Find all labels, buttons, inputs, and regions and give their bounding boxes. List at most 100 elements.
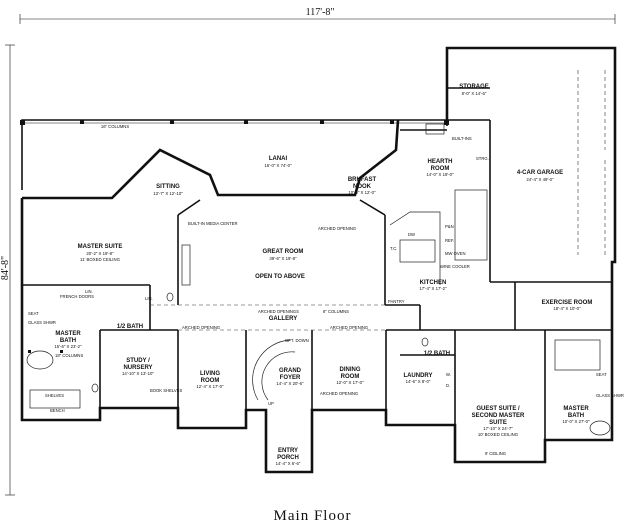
dryer-note: D. [446, 383, 450, 388]
lanai-label: LANAI [269, 156, 288, 162]
brkfast-size: 10'-0" X 12'-0" [348, 190, 376, 195]
half-bath-2-label: 1/2 BATH [424, 351, 450, 357]
great-room-note: OPEN TO ABOVE [255, 274, 305, 280]
guest-suite-ceiling: 10' BOXED CEILING [478, 432, 519, 437]
foyer-size: 14'-4" X 20'-6" [276, 381, 304, 386]
seat-note-2: SEAT [596, 372, 607, 377]
exercise-size: 18'-4" X 10'-0" [553, 306, 581, 311]
overall-width-dimension: 117'-8" [19, 7, 616, 24]
lin-note-2: LIN. [145, 296, 153, 301]
overall-depth-label: 84'-8" [0, 256, 11, 280]
media-center-note: BUILT-IN MEDIA CENTER [188, 221, 237, 226]
kitchen-size: 17'-4" X 17'-2" [419, 286, 447, 291]
plan-notes: BUILT-IN MEDIA CENTER ARCHED OPENING ARC… [28, 136, 624, 456]
overall-depth-dimension: 84'-8" [0, 44, 15, 496]
dining-label: DINING [340, 367, 361, 373]
kitchen-label: KITCHEN [420, 280, 447, 286]
laundry-size: 14'-6" X 8'-0" [406, 379, 431, 384]
svg-text:NURSERY: NURSERY [123, 365, 152, 371]
master-suite-label: MASTER SUITE [78, 244, 123, 250]
garage-size: 24'-4" X 49'-0" [526, 177, 554, 182]
gallery-label: GALLERY [269, 316, 297, 322]
svg-text:PORCH: PORCH [277, 455, 299, 461]
strg-note: STRG. [476, 156, 489, 161]
garage-label: 4-CAR GARAGE [517, 170, 563, 176]
arched-opening-foyer: ARCHED OPENING [320, 391, 358, 396]
builtins-note: BUILT-INS [452, 136, 472, 141]
sitting-size: 13'-7" X 12'-10" [153, 191, 183, 196]
arched-opening-great-room: ARCHED OPENING [318, 226, 356, 231]
svg-text:ROOM: ROOM [431, 166, 450, 172]
entry-size: 14'-4" X 6'-6" [276, 461, 301, 466]
glass-shwr-note-2: GLASS SHWR [596, 393, 624, 398]
foyer-label: GRAND [279, 368, 302, 374]
master-bath-2-label: MASTER [563, 406, 589, 412]
svg-text:NOOK: NOOK [353, 184, 372, 190]
lanai-columns-label: 16" COLUMNS [101, 124, 129, 129]
opt-down-note: OPT. DOWN [285, 338, 309, 343]
room-labels: STORAGE 8'-0" X 14'-6" 16" COLUMNS LANAI… [54, 84, 592, 466]
ceiling-9-note: 9' CEILING [485, 451, 506, 456]
bath-columns-note: 18" COLUMNS [55, 353, 83, 358]
svg-text:ROOM: ROOM [341, 374, 360, 380]
guest-suite-label: GUEST SUITE / [476, 406, 520, 412]
half-bath-1-label: 1/2 BATH [117, 324, 143, 330]
svg-text:ROOM: ROOM [201, 378, 220, 384]
master-bath-2-size: 10'-0" X 27'-0" [562, 419, 590, 424]
living-size: 12'-4" X 17'-0" [196, 384, 224, 389]
master-bath-label: MASTER [55, 331, 81, 337]
book-shelves-note: BOOK SHELVES [150, 388, 182, 393]
washer-note: W. [446, 372, 451, 377]
interior-walls [22, 48, 612, 440]
columns-8-note: 8" COLUMNS [323, 309, 349, 314]
up-note: UP [268, 401, 274, 406]
lin-note-1: LIN. [85, 289, 93, 294]
mw-oven-note: MW OVEN [445, 251, 465, 256]
great-room-size: 39'-6" X 19'-8" [269, 256, 297, 261]
dw-note: DW [408, 232, 415, 237]
french-doors-note: FRENCH DOORS [60, 294, 94, 299]
svg-text:BATH: BATH [568, 413, 584, 419]
arched-openings-note: ARCHED OPENINGS [258, 309, 299, 314]
shelves-note: SHELVES [45, 393, 64, 398]
study-label: STUDY / [126, 358, 150, 364]
svg-text:FOYER: FOYER [280, 375, 301, 381]
wine-cooler-note: WINE COOLER [440, 264, 470, 269]
colonnade-dashes [150, 304, 386, 331]
ref-note: REF. [445, 238, 454, 243]
lanai-columns [20, 120, 449, 125]
pantry-note: PANTRY [388, 299, 405, 304]
study-size: 14'-10" X 13'-10" [122, 371, 154, 376]
master-suite-size: 20'-2" X 19'-8" [86, 251, 114, 256]
laundry-label: LAUNDRY [403, 373, 432, 379]
guest-suite-size: 17'-10" X 24'-7" [483, 426, 513, 431]
glass-shwr-note-1: GLASS SHWR [28, 320, 56, 325]
master-bath-size: 15'-6" X 23'-2" [54, 344, 82, 349]
hearth-label: HEARTH [428, 159, 453, 165]
sitting-label: SITTING [156, 184, 180, 190]
storage-label: STORAGE [459, 84, 489, 90]
seat-note-1: SEAT [28, 311, 39, 316]
dining-size: 12'-0" X 17'-0" [336, 380, 364, 385]
great-room-label: GREAT ROOM [263, 249, 304, 255]
tc-note: T.C. [390, 246, 397, 251]
lanai-wall-left [22, 119, 400, 200]
lanai-size: 16'-0" X 74'-0" [264, 163, 292, 168]
svg-text:SUITE: SUITE [489, 420, 507, 426]
living-label: LIVING [200, 371, 220, 377]
exterior-wall [20, 46, 617, 474]
lanai-outline [21, 119, 448, 190]
exercise-label: EXERCISE ROOM [542, 300, 593, 306]
arched-opening-living: ARCHED OPENING [182, 325, 220, 330]
entry-label: ENTRY [278, 448, 298, 454]
fixtures [26, 123, 611, 436]
hearth-size: 14'-0" X 19'-0" [426, 172, 454, 177]
bench-note: BENCH [50, 408, 65, 413]
storage-size: 8'-0" X 14'-6" [462, 91, 487, 96]
brkfast-label: BRKFAST [348, 177, 377, 183]
arched-opening-dining: ARCHED OPENING [330, 325, 368, 330]
svg-text:BATH: BATH [60, 338, 76, 344]
master-suite-ceiling: 11' BOXED CEILING [80, 257, 121, 262]
overall-width-label: 117'-8" [306, 7, 335, 18]
